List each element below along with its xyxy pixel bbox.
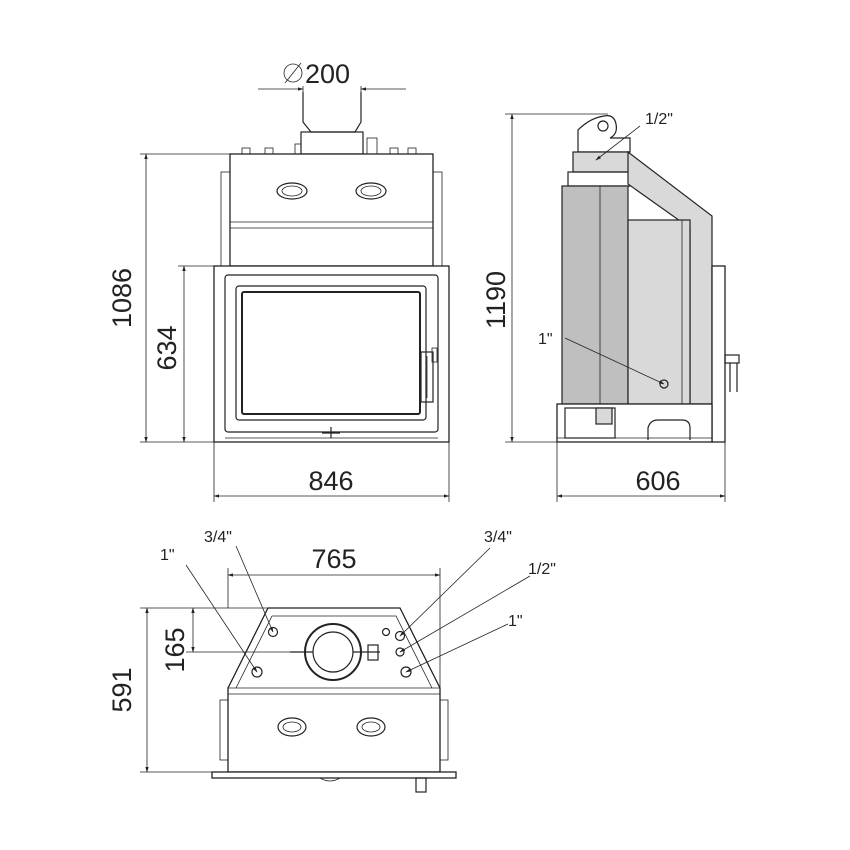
glass-panel xyxy=(241,291,421,415)
fitting xyxy=(407,147,417,155)
front-width-label: 846 xyxy=(308,466,353,496)
right-connection-middle-label: 1/2" xyxy=(528,561,556,578)
side-connection-top-label: 1/2" xyxy=(645,111,673,128)
door-inner xyxy=(235,285,427,421)
side-flange-right xyxy=(432,171,443,267)
lifting-lug xyxy=(577,115,631,153)
top-front-plate xyxy=(211,771,457,779)
front-height-label: 1086 xyxy=(107,268,137,328)
top-view xyxy=(211,607,457,793)
left-connection-inner-label: 3/4" xyxy=(204,529,232,546)
fitting xyxy=(389,147,399,155)
top-offset-label: 165 xyxy=(160,627,190,672)
side-connection-bottom-label: 1" xyxy=(538,331,553,348)
door-height-label: 634 xyxy=(152,325,182,370)
side-view xyxy=(556,115,740,443)
air-vent-left xyxy=(276,182,308,200)
top-depth-label: 591 xyxy=(107,667,137,712)
fitting xyxy=(366,137,378,155)
side-height-label: 1190 xyxy=(481,271,511,329)
flue-diameter-label: 200 xyxy=(305,59,350,89)
front-dimensions: 200 1086 634 846 xyxy=(107,59,450,502)
rear-panel xyxy=(627,219,691,405)
top-width-label: 765 xyxy=(311,544,356,574)
top-vent-right xyxy=(356,717,386,737)
side-base xyxy=(556,403,713,443)
side-main-body xyxy=(561,185,629,405)
door-handle xyxy=(420,351,434,403)
door-frame xyxy=(213,265,450,443)
side-door-plate xyxy=(711,265,726,443)
front-view xyxy=(213,92,450,443)
right-connection-bottom-label: 1" xyxy=(508,613,523,630)
side-handle xyxy=(724,354,740,364)
diameter-icon xyxy=(283,63,303,83)
top-vent-left xyxy=(277,717,307,737)
flue-base xyxy=(300,131,364,155)
right-connection-top-label: 3/4" xyxy=(484,529,512,546)
side-dimensions: 1190 606 1/2" 1" xyxy=(481,111,726,502)
top-dimensions: 765 591 165 1" 3/4" 3/4" 1/2" 1" xyxy=(107,529,556,773)
flue-collar xyxy=(302,92,362,133)
fitting xyxy=(294,143,302,155)
upper-body xyxy=(229,153,434,267)
left-connection-outer-label: 1" xyxy=(160,547,175,564)
top-cap xyxy=(572,151,630,173)
air-vent-right xyxy=(355,182,387,200)
side-flange-left xyxy=(220,171,231,267)
fitting xyxy=(264,147,274,155)
fitting xyxy=(241,147,251,155)
side-depth-label: 606 xyxy=(635,466,680,496)
